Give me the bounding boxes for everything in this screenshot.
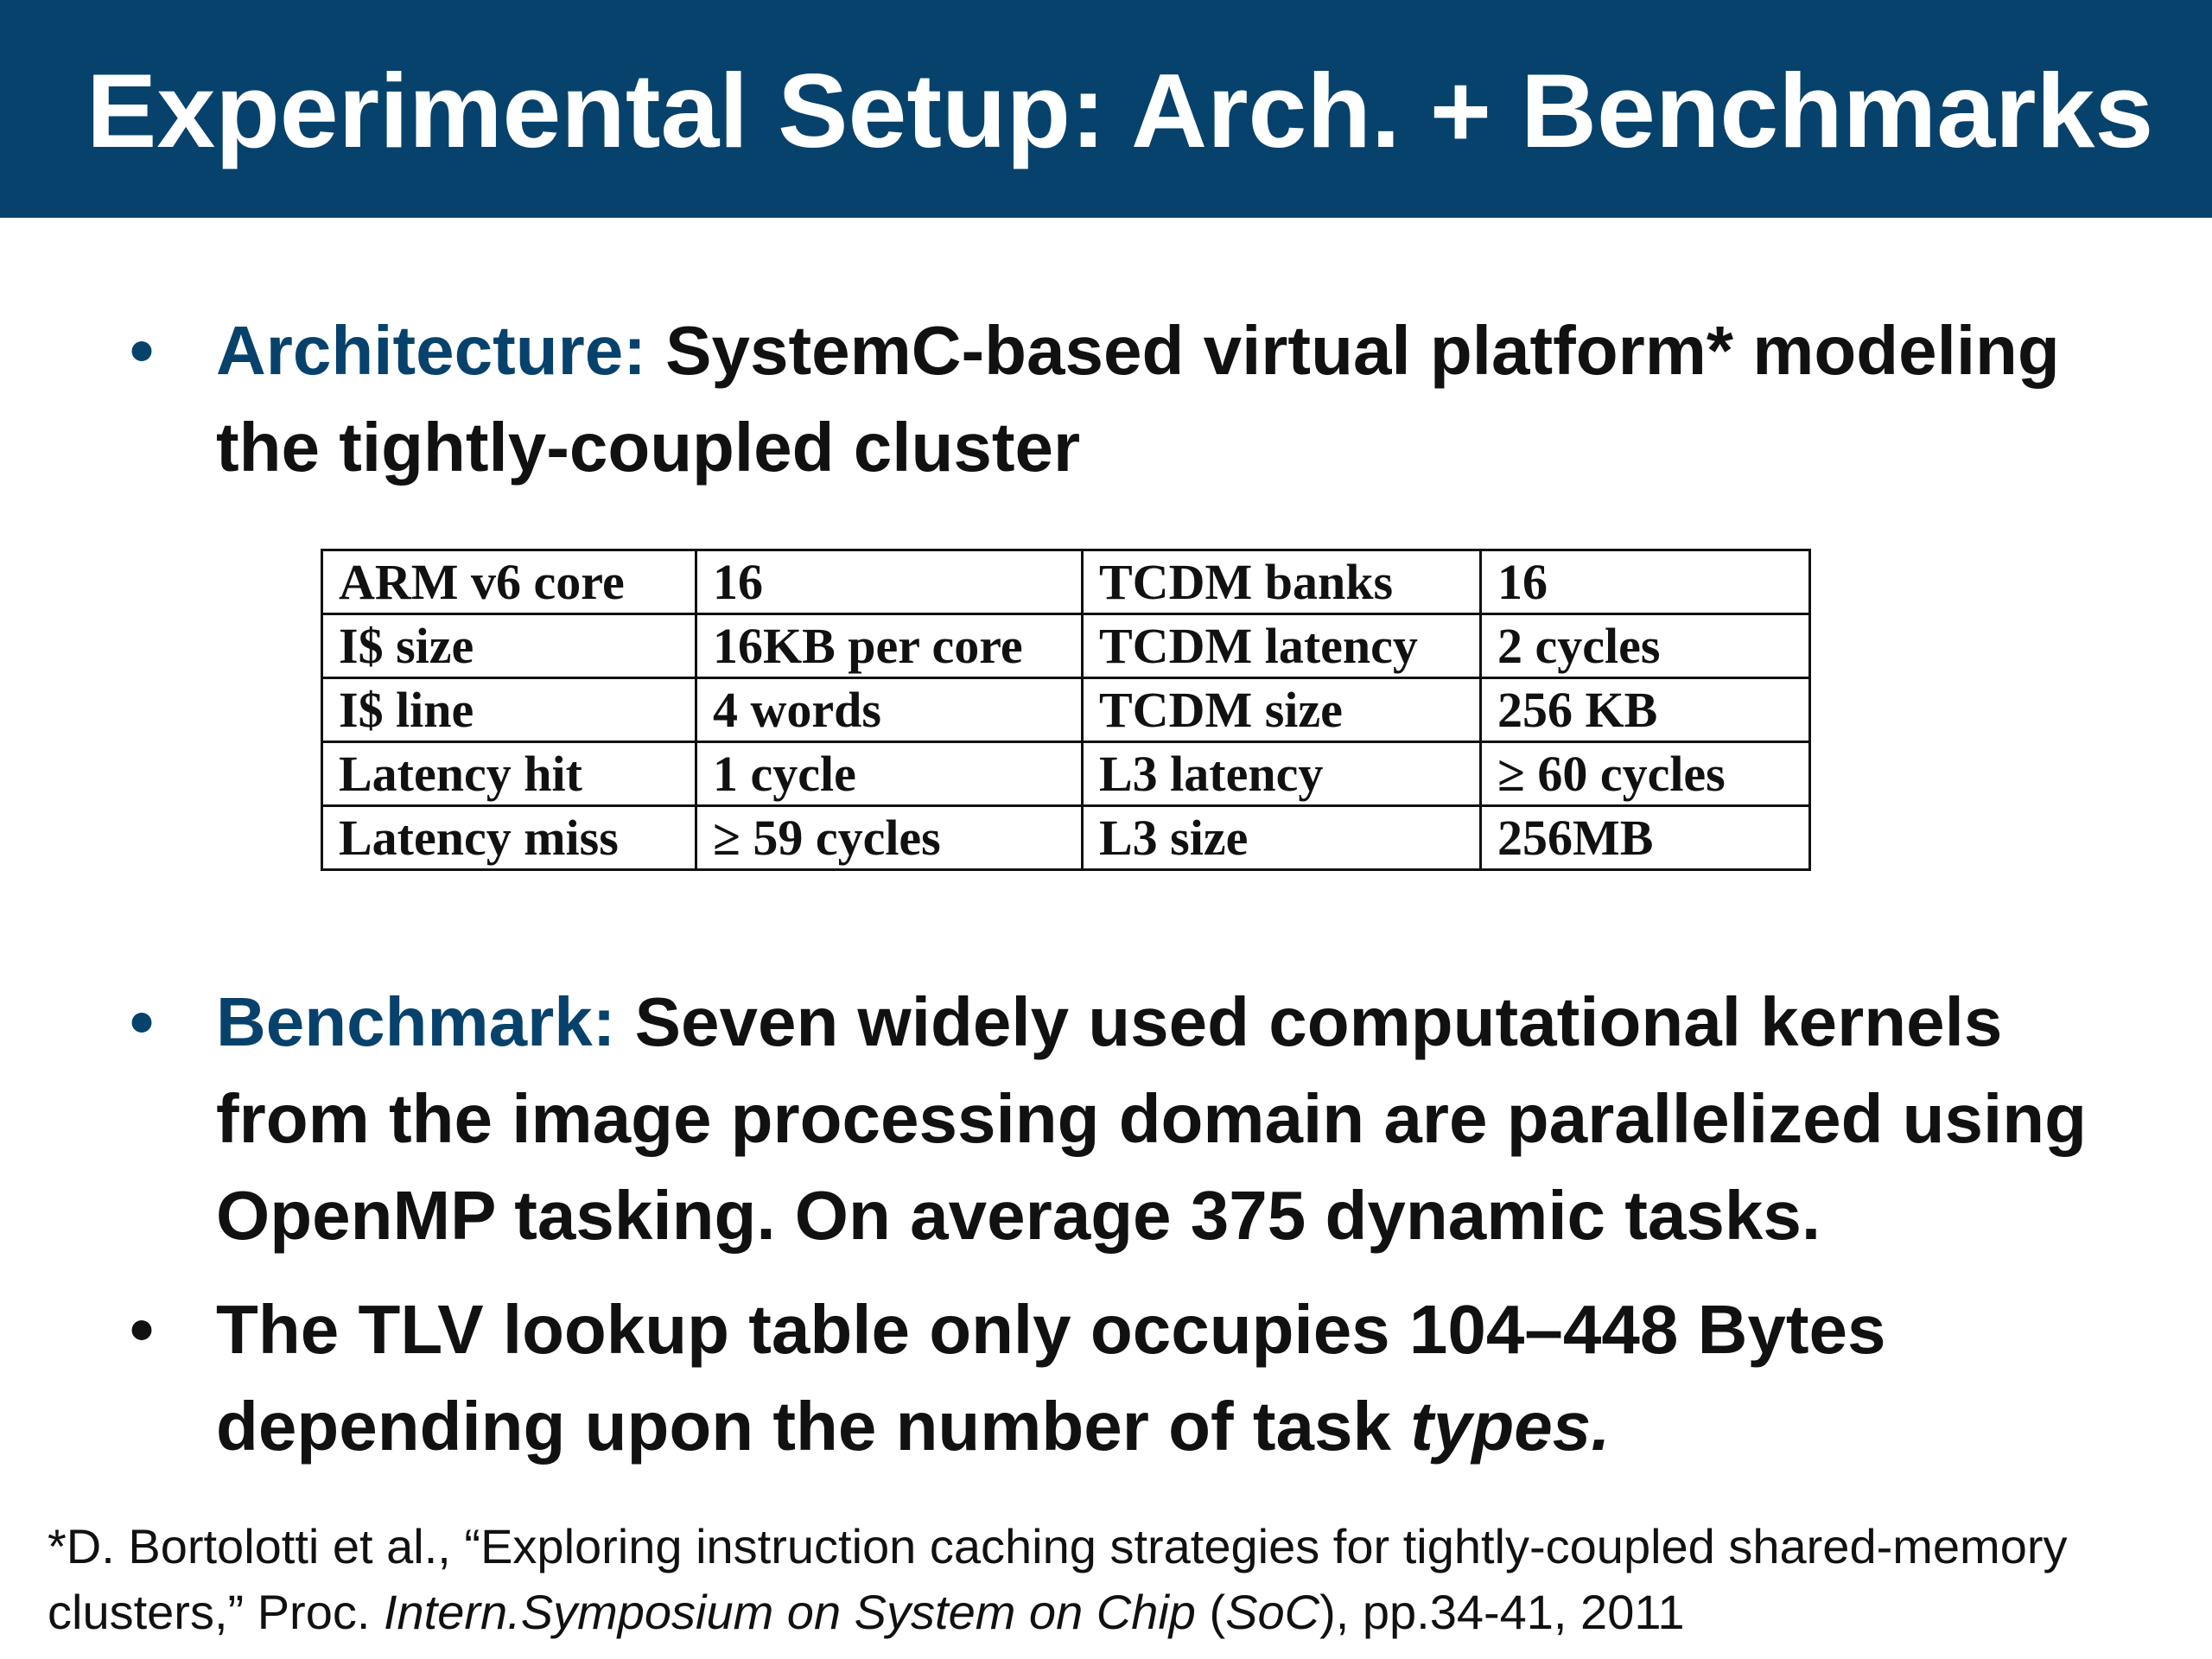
- table-cell: TCDM size: [1081, 677, 1482, 743]
- bullet-tlv-body: The TLV lookup table only occupies 104–4…: [216, 1291, 1886, 1465]
- table-cell: I$ line: [321, 677, 697, 743]
- table-cell: Latency miss: [321, 804, 697, 871]
- table-cell: 256MB: [1479, 804, 1811, 871]
- slide-title: Experimental Setup: Arch. + Benchmarks: [86, 52, 2154, 169]
- bullet-tlv-text: The TLV lookup table only occupies 104–4…: [216, 1281, 2100, 1475]
- bullet-benchmark: • Benchmark: Seven widely used computati…: [130, 974, 2117, 1276]
- table-row: Latency miss ≥ 59 cycles L3 size 256MB: [321, 804, 1811, 871]
- footnote-text: *D. Bortolotti et al., “Exploring instru…: [48, 1519, 2068, 1639]
- table-row: Latency hit 1 cycle L3 latency ≥ 60 cycl…: [321, 741, 1811, 807]
- table-cell: TCDM latency: [1081, 613, 1482, 679]
- table-cell: L3 size: [1081, 804, 1482, 871]
- table-cell: 1 cycle: [695, 741, 1084, 807]
- bullet-dot-icon: •: [130, 983, 155, 1060]
- bullet-benchmark-lead: Benchmark:: [216, 983, 616, 1060]
- table-cell: 2 cycles: [1479, 613, 1811, 679]
- bullet-dot-icon: •: [130, 312, 155, 389]
- bullet-benchmark-body: Seven widely used computational kernels …: [216, 983, 2087, 1254]
- footnote-abbr: SoC: [1225, 1585, 1320, 1639]
- bullet-tlv-emphasis: types.: [1410, 1388, 1611, 1465]
- bullet-tlv-table: • The TLV lookup table only occupies 104…: [130, 1281, 2117, 1489]
- table-row: I$ size 16KB per core TCDM latency 2 cyc…: [321, 613, 1811, 679]
- table-cell: TCDM banks: [1081, 549, 1482, 615]
- table-cell: L3 latency: [1081, 741, 1482, 807]
- table-cell: I$ size: [321, 613, 697, 679]
- bullet-architecture: • Architecture: SystemC-based virtual pl…: [130, 302, 2117, 510]
- table-row: ARM v6 core 16 TCDM banks 16: [321, 549, 1811, 615]
- table-cell: ARM v6 core: [321, 549, 697, 615]
- footnote-text: (: [1195, 1585, 1226, 1639]
- bullet-dot-icon: •: [130, 1291, 155, 1368]
- table-cell: ≥ 60 cycles: [1479, 741, 1811, 807]
- table-cell: 16KB per core: [695, 613, 1084, 679]
- bullet-benchmark-text: Benchmark: Seven widely used computation…: [216, 974, 2100, 1264]
- table-cell: 16: [695, 549, 1084, 615]
- title-bar: Experimental Setup: Arch. + Benchmarks: [0, 0, 2212, 218]
- table-row: I$ line 4 words TCDM size 256 KB: [321, 677, 1811, 743]
- footnote-text: ), pp.34-41, 2011: [1319, 1585, 1685, 1639]
- table-cell: 4 words: [695, 677, 1084, 743]
- citation-footnote: *D. Bortolotti et al., “Exploring instru…: [48, 1514, 2173, 1645]
- bullet-architecture-text: Architecture: SystemC-based virtual plat…: [216, 302, 2100, 496]
- bullet-architecture-body: SystemC-based virtual platform* modeling…: [216, 312, 2060, 486]
- architecture-spec-table: ARM v6 core 16 TCDM banks 16 I$ size 16K…: [321, 549, 1811, 871]
- footnote-venue: Intern.Symposium on System on Chip: [383, 1585, 1196, 1639]
- bullet-architecture-lead: Architecture:: [216, 312, 646, 389]
- table-cell: 16: [1479, 549, 1811, 615]
- table-cell: Latency hit: [321, 741, 697, 807]
- table-cell: ≥ 59 cycles: [695, 804, 1084, 871]
- table-cell: 256 KB: [1479, 677, 1811, 743]
